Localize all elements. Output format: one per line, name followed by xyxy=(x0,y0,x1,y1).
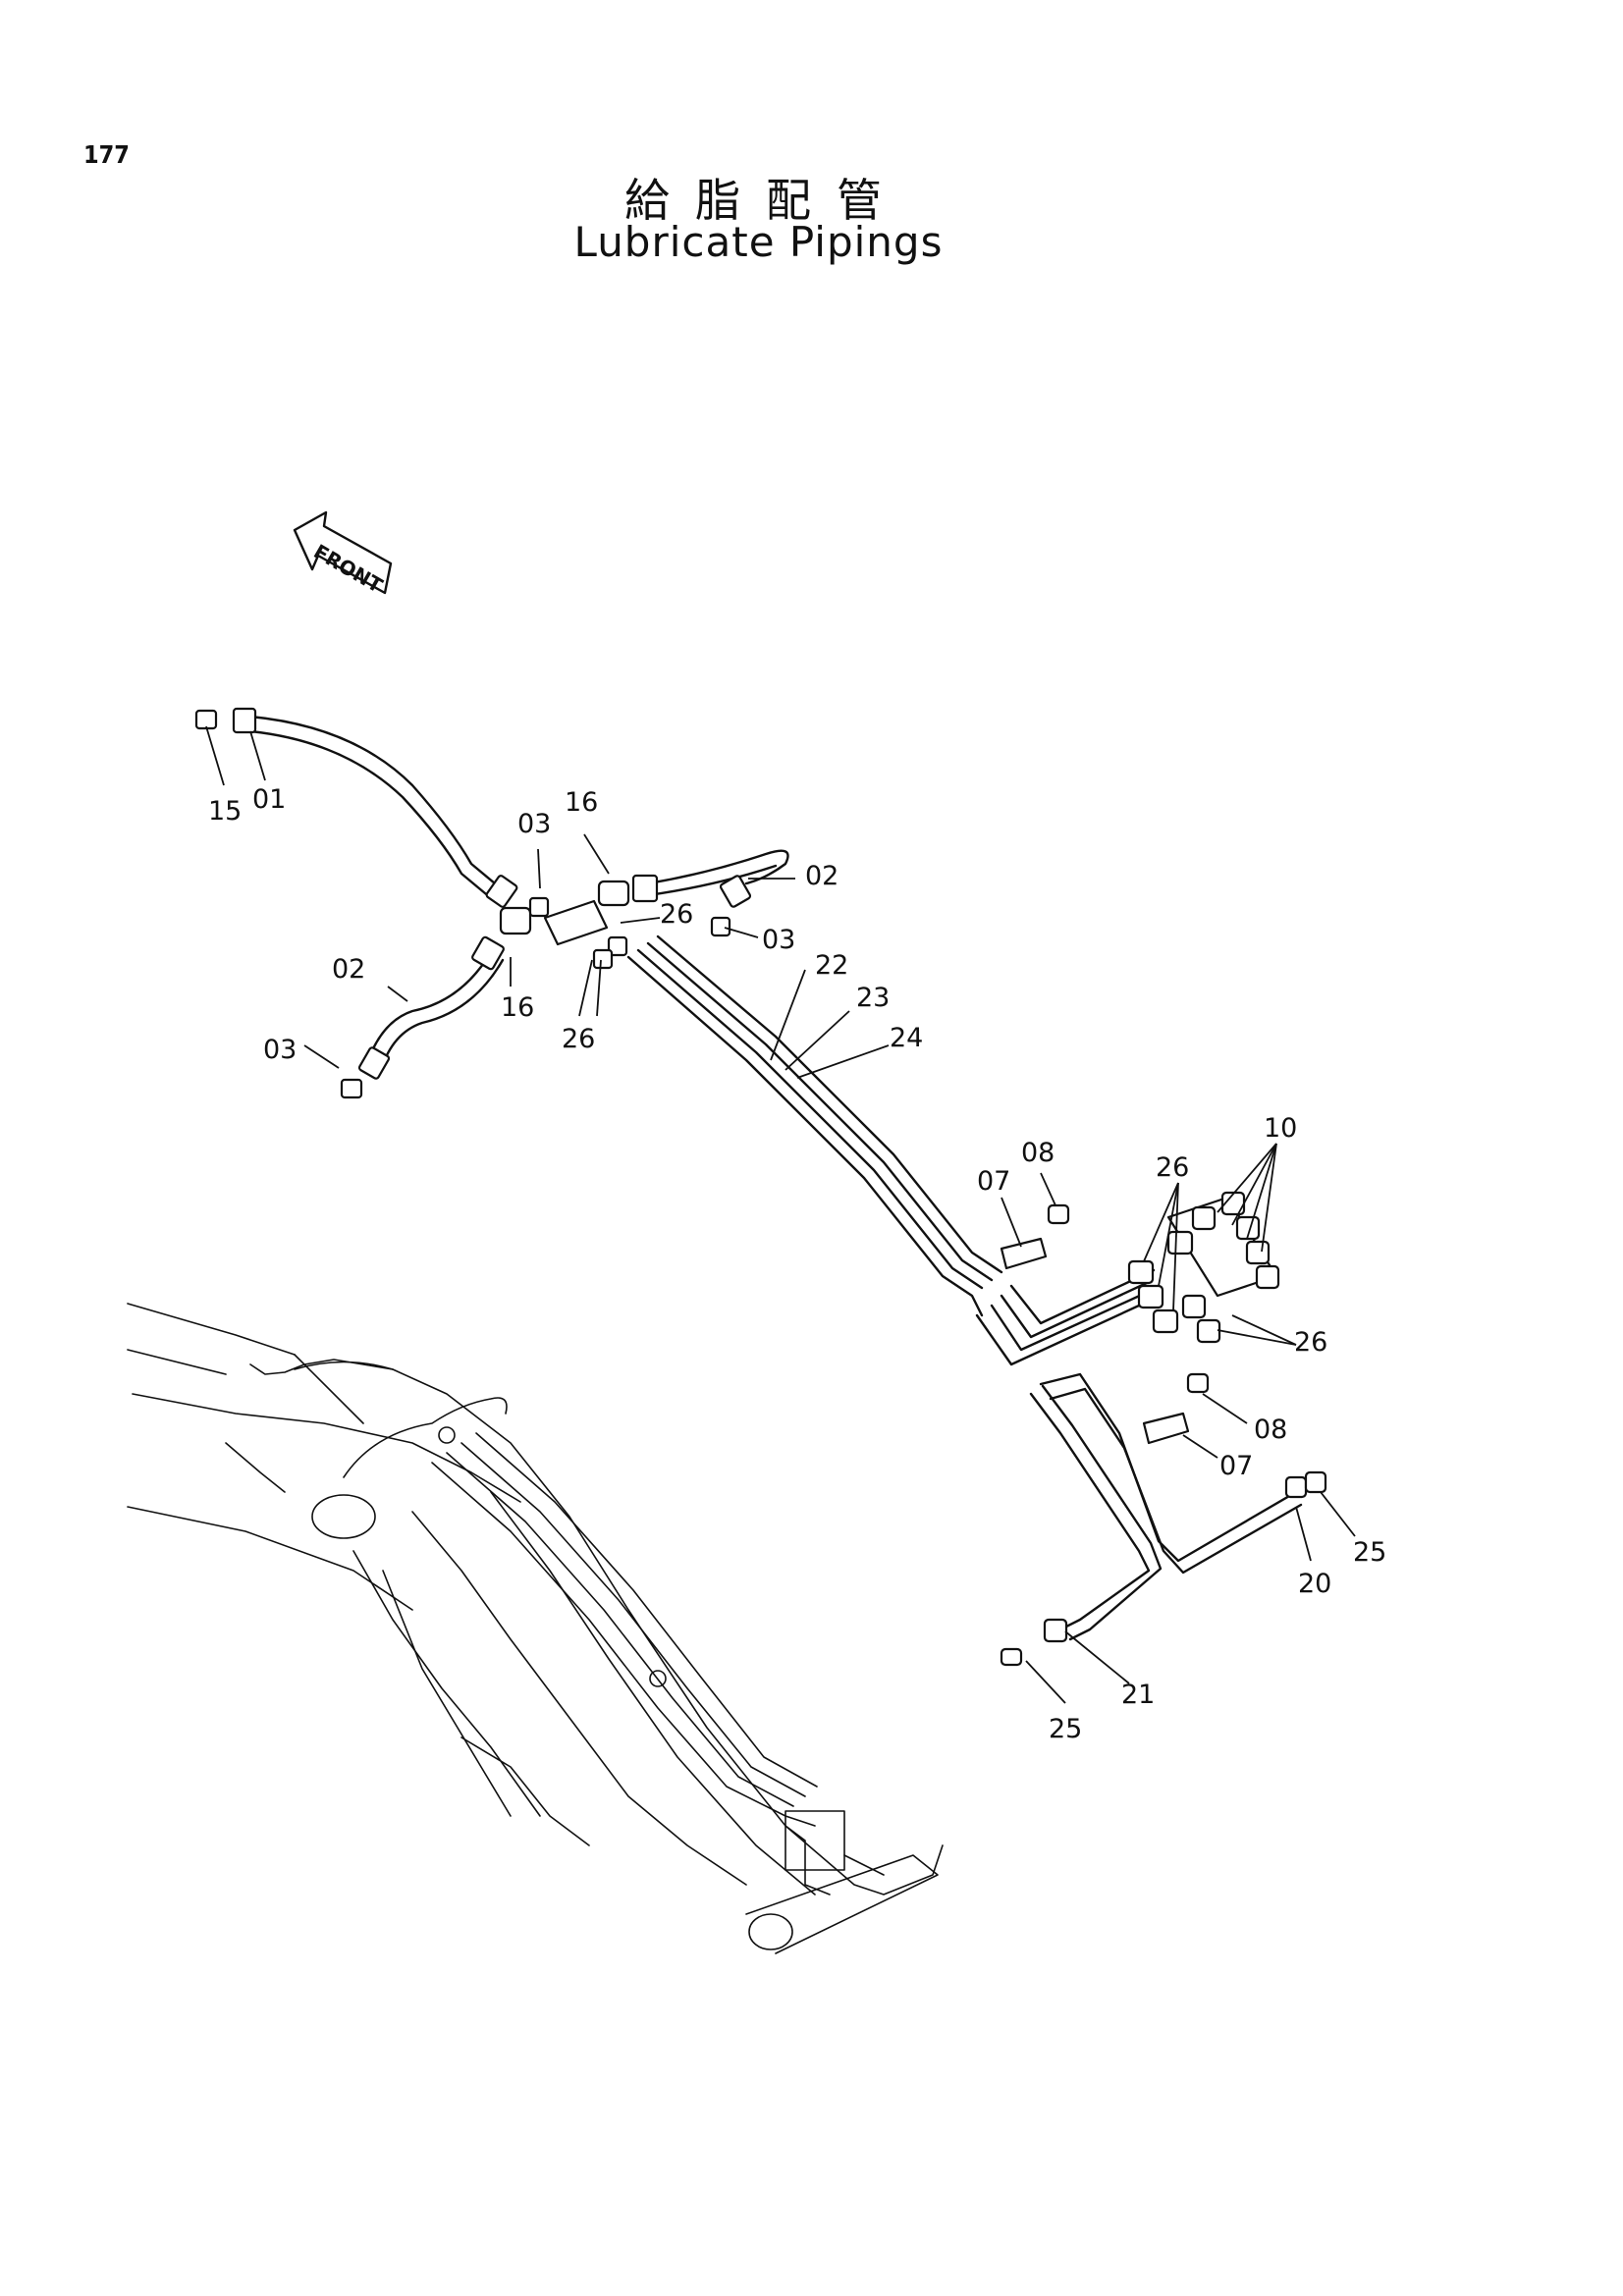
page-title-japanese: 給脂配管 xyxy=(624,174,907,227)
front-arrow-label: FRONT xyxy=(310,540,388,598)
callout-26: 26 xyxy=(562,1024,595,1054)
callout-26: 26 xyxy=(660,899,693,930)
callout-02: 02 xyxy=(805,861,839,891)
hose-02-upper xyxy=(631,849,789,908)
callout-25: 25 xyxy=(1049,1714,1082,1744)
callout-03: 03 xyxy=(263,1035,297,1065)
callout-16: 16 xyxy=(565,787,598,818)
front-arrow-icon: FRONT xyxy=(293,510,393,598)
pipe-20 xyxy=(1039,1372,1327,1575)
callout-03: 03 xyxy=(517,809,551,839)
callout-25: 25 xyxy=(1353,1537,1386,1568)
callout-07: 07 xyxy=(1219,1451,1253,1481)
pipes-to-lower-block xyxy=(975,1268,1156,1366)
callout-01: 01 xyxy=(252,784,286,815)
pipes-22-23-24 xyxy=(626,934,1003,1317)
callout-20: 20 xyxy=(1298,1569,1331,1599)
callout-24: 24 xyxy=(890,1023,923,1053)
page-title-english: Lubricate Pipings xyxy=(573,218,944,266)
pipe-21 xyxy=(1000,1384,1163,1667)
callout-07: 07 xyxy=(977,1166,1010,1197)
callout-21: 21 xyxy=(1121,1680,1155,1710)
distribution-block-upper xyxy=(499,880,731,970)
hose-01 xyxy=(194,707,518,908)
distribution-block-lower xyxy=(1127,1191,1280,1344)
callout-08: 08 xyxy=(1254,1415,1287,1445)
callout-15: 15 xyxy=(208,796,242,827)
callout-26: 26 xyxy=(1156,1152,1189,1183)
bracket-07-upper xyxy=(1000,1203,1070,1270)
callout-16: 16 xyxy=(501,992,534,1023)
callout-22: 22 xyxy=(815,950,848,981)
callout-labels: 15 01 03 16 02 02 03 26 03 16 03 26 22 2… xyxy=(208,784,1386,1744)
callout-23: 23 xyxy=(856,983,890,1013)
callout-03: 03 xyxy=(762,925,795,955)
callout-10: 10 xyxy=(1264,1113,1297,1144)
bracket-07-lower xyxy=(1142,1372,1210,1445)
leader-lines xyxy=(205,725,1356,1704)
page-number: 177 xyxy=(83,140,130,169)
hose-02-lower xyxy=(340,935,505,1099)
callout-26: 26 xyxy=(1294,1327,1327,1358)
callout-08: 08 xyxy=(1021,1138,1055,1168)
boom-outline xyxy=(127,1303,944,1954)
callout-02: 02 xyxy=(332,954,365,985)
